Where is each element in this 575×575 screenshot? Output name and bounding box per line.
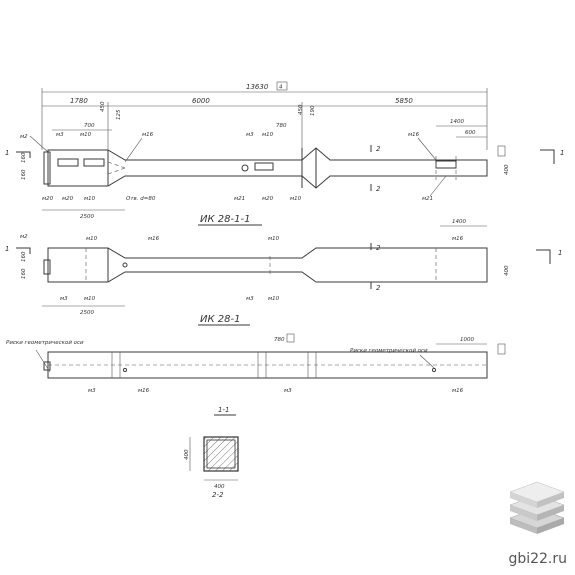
svg-text:м3: м3 [88,388,96,394]
svg-text:2500: 2500 [80,214,94,220]
svg-text:1: 1 [5,245,9,253]
cross-section: 1-1 400 400 2-2 [184,406,239,499]
svg-text:м10: м10 [80,132,92,138]
svg-text:м21: м21 [234,196,245,202]
view1-title: ИК 28-1-1 [200,214,250,225]
svg-text:м3: м3 [246,132,254,138]
svg-text:1400: 1400 [452,219,466,225]
svg-text:м3: м3 [56,132,64,138]
svg-text:125: 125 [116,109,122,120]
svg-text:м10: м10 [84,196,96,202]
svg-text:м10: м10 [262,132,274,138]
overall-dimension-line: 13630 4 [41,81,488,150]
svg-text:м10: м10 [86,236,98,242]
svg-text:700: 700 [84,123,95,129]
svg-text:м21: м21 [422,196,433,202]
svg-text:м10: м10 [290,196,302,202]
svg-text:м16: м16 [408,132,420,138]
svg-text:160: 160 [21,169,27,180]
left-small-dims: 700 450 125 780 450 190 1400 600 [52,101,487,138]
section-title-bottom: 2-2 [212,491,224,499]
svg-text:400: 400 [504,164,510,175]
svg-text:190: 190 [310,105,316,116]
svg-text:450: 450 [298,104,304,115]
segment-dim-2: 6000 [192,97,210,105]
stacked-slabs-icon [509,481,565,534]
svg-text:м3: м3 [246,296,254,302]
section-2-mark-top: 2 [376,145,381,153]
overall-dimension: 13630 [246,83,269,91]
section-1-mark-left: 1 [5,149,9,157]
svg-text:400: 400 [504,265,510,276]
view1-marks: м2 м3 м10 м16 м3 м10 м16 м20 м20 м10 м21… [20,132,447,226]
svg-text:1400: 1400 [450,119,464,125]
svg-text:1000: 1000 [460,337,474,343]
section-1-mark-right: 1 [560,149,564,157]
geometric-axis-note-left: Риски геометрической оси [6,340,84,346]
svg-text:2: 2 [376,284,381,292]
overall-dimension-marker: 4 [279,85,283,91]
beam-view-1: 2 2 1 1 400 160 160 [5,145,564,193]
beam-view-2: 2 2 1 1 400 160 160 м2 м10 м16 м10 м16 1… [5,219,562,326]
svg-text:м16: м16 [142,132,154,138]
svg-text:м20: м20 [42,196,54,202]
svg-text:м16: м16 [138,388,150,394]
segment-dim-1: 1780 [70,97,88,105]
svg-text:м3: м3 [284,388,292,394]
svg-text:м10: м10 [268,296,280,302]
svg-text:160: 160 [21,251,27,262]
svg-text:м3: м3 [60,296,68,302]
view2-title: ИК 28-1 [200,314,240,325]
svg-text:400: 400 [214,484,225,490]
geometric-axis-note-right: Риски геометрической оси [350,348,428,354]
svg-text:160: 160 [21,268,27,279]
svg-text:450: 450 [100,101,106,112]
svg-text:м2: м2 [20,234,28,240]
svg-text:м16: м16 [452,236,464,242]
svg-text:1: 1 [558,249,562,257]
hole-note: Отв. d=80 [126,196,156,202]
svg-text:780: 780 [274,337,285,343]
svg-text:780: 780 [276,123,287,129]
svg-text:600: 600 [465,130,476,136]
section-title-top: 1-1 [218,406,229,414]
segment-dimension-line: 1780 6000 5850 [42,97,487,150]
svg-text:м20: м20 [262,196,274,202]
svg-text:м16: м16 [452,388,464,394]
svg-text:м10: м10 [268,236,280,242]
svg-text:2: 2 [376,244,381,252]
svg-text:м2: м2 [20,134,28,140]
section-2-mark-bottom: 2 [376,185,381,193]
svg-text:м16: м16 [148,236,160,242]
segment-dim-3: 5850 [395,97,413,105]
svg-text:м20: м20 [62,196,74,202]
svg-text:160: 160 [21,152,27,163]
beam-view-3: Риски геометрической оси Риски геометрич… [6,333,506,394]
svg-text:2500: 2500 [80,310,94,316]
svg-text:м10: м10 [84,296,96,302]
svg-text:400: 400 [184,449,190,460]
watermark-text[interactable]: gbi22.ru [508,551,567,567]
